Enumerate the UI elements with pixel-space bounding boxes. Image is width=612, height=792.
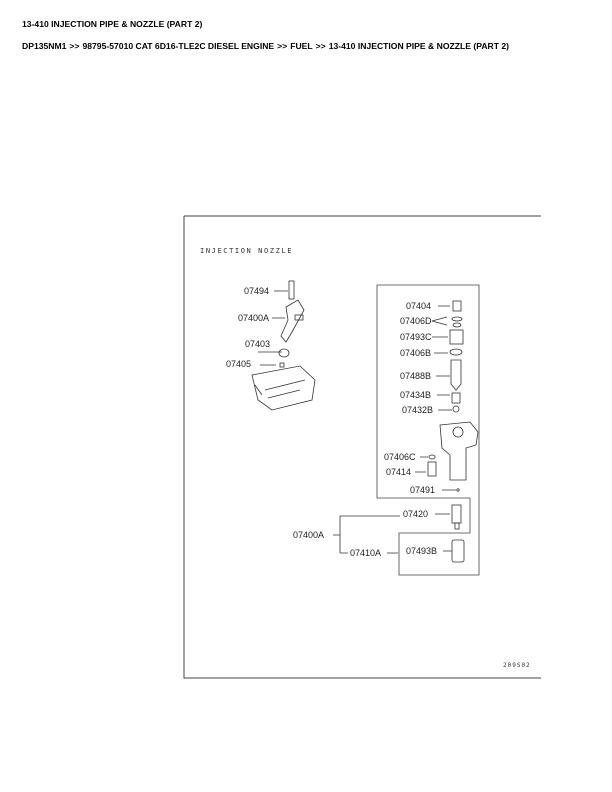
part-label[interactable]: 07420 bbox=[403, 509, 429, 519]
part-label[interactable]: 07414 bbox=[386, 467, 412, 477]
breadcrumb-item[interactable]: FUEL bbox=[290, 41, 313, 51]
diagram-heading: INJECTION NOZZLE bbox=[200, 247, 294, 255]
part-label[interactable]: 07488B bbox=[400, 371, 432, 381]
nozzle-assembly-drawing bbox=[251, 280, 316, 411]
part-label[interactable]: 07493C bbox=[400, 332, 432, 342]
breadcrumb-item[interactable]: DP135NM1 bbox=[22, 41, 67, 51]
diagram-frame bbox=[183, 215, 541, 679]
part-label[interactable]: 07404 bbox=[406, 301, 432, 311]
part-label[interactable]: 07403 bbox=[245, 339, 271, 349]
breadcrumb: DP135NM1>>98795-57010 CAT 6D16-TLE2C DIE… bbox=[22, 41, 509, 51]
exploded-parts-drawing bbox=[415, 300, 479, 563]
part-label[interactable]: 07406C bbox=[384, 452, 416, 462]
breadcrumb-item: 13-410 INJECTION PIPE & NOZZLE (PART 2) bbox=[328, 41, 510, 51]
page-title: 13-410 INJECTION PIPE & NOZZLE (PART 2) bbox=[22, 19, 203, 29]
part-label[interactable]: 07400A bbox=[293, 530, 325, 540]
part-label[interactable]: 07493B bbox=[406, 546, 438, 556]
part-label[interactable]: 07400A bbox=[238, 313, 270, 323]
part-label[interactable]: 07410A bbox=[350, 548, 382, 558]
breadcrumb-separator: >> bbox=[315, 41, 326, 51]
exploded-view-box bbox=[376, 284, 480, 576]
part-label[interactable]: 07406B bbox=[400, 348, 432, 358]
breadcrumb-separator: >> bbox=[277, 41, 288, 51]
part-label[interactable]: 07405 bbox=[226, 359, 252, 369]
part-label[interactable]: 07491 bbox=[410, 485, 436, 495]
breadcrumb-item[interactable]: 98795-57010 CAT 6D16-TLE2C DIESEL ENGINE bbox=[82, 41, 275, 51]
part-label[interactable]: 07494 bbox=[244, 286, 270, 296]
breadcrumb-separator: >> bbox=[69, 41, 80, 51]
assembly-bracket bbox=[333, 515, 400, 554]
part-label[interactable]: 07434B bbox=[400, 390, 432, 400]
part-label[interactable]: 07406D bbox=[400, 316, 432, 326]
part-label[interactable]: 07432B bbox=[402, 405, 434, 415]
diagram-code: 209S02 bbox=[503, 662, 531, 669]
